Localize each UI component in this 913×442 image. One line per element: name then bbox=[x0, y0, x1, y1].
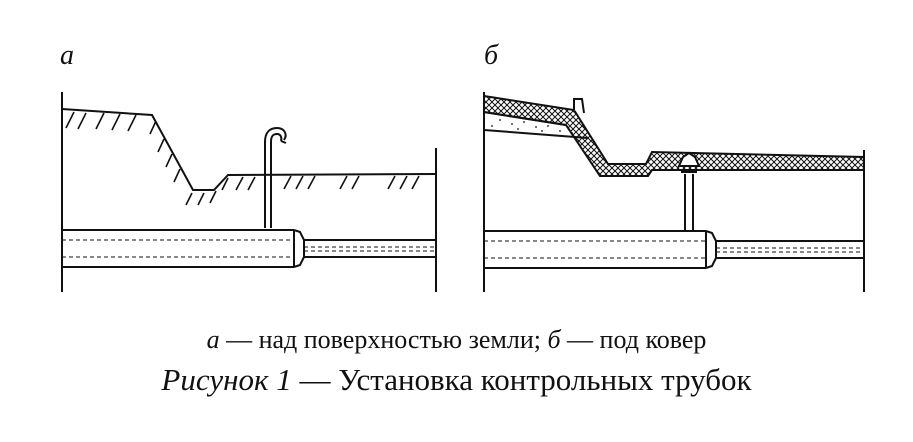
base-layer bbox=[483, 111, 589, 139]
pavement-layer bbox=[483, 94, 865, 177]
control-tube-hooked bbox=[264, 126, 287, 228]
legend-key-a: а bbox=[206, 325, 220, 354]
legend-key-b: б bbox=[547, 325, 561, 354]
pipeline-a bbox=[62, 229, 436, 268]
legend-text-a: — над поверхностью земли; bbox=[219, 325, 548, 354]
panel-a-label: а bbox=[60, 40, 74, 71]
control-tube-under-cover bbox=[681, 171, 697, 230]
pipeline-b bbox=[484, 230, 864, 269]
base-layer-dots bbox=[491, 119, 573, 134]
curb bbox=[573, 98, 585, 114]
figure-legend: а — над поверхностью земли; б — под кове… bbox=[0, 325, 913, 355]
figure-caption: Рисунок 1 — Установка контрольных трубок bbox=[0, 362, 913, 398]
panel-b-label: б bbox=[484, 40, 499, 71]
surface-box-cap bbox=[677, 151, 701, 167]
panel-b-drawing bbox=[483, 92, 865, 292]
legend-text-b: — под ковер bbox=[560, 325, 707, 354]
ground-hatching bbox=[65, 111, 420, 206]
figure-title: — Установка контрольных трубок bbox=[291, 362, 752, 397]
figure-number: Рисунок 1 bbox=[161, 362, 292, 397]
ground-surface-line bbox=[61, 108, 437, 191]
panel-a-drawing bbox=[61, 92, 437, 292]
